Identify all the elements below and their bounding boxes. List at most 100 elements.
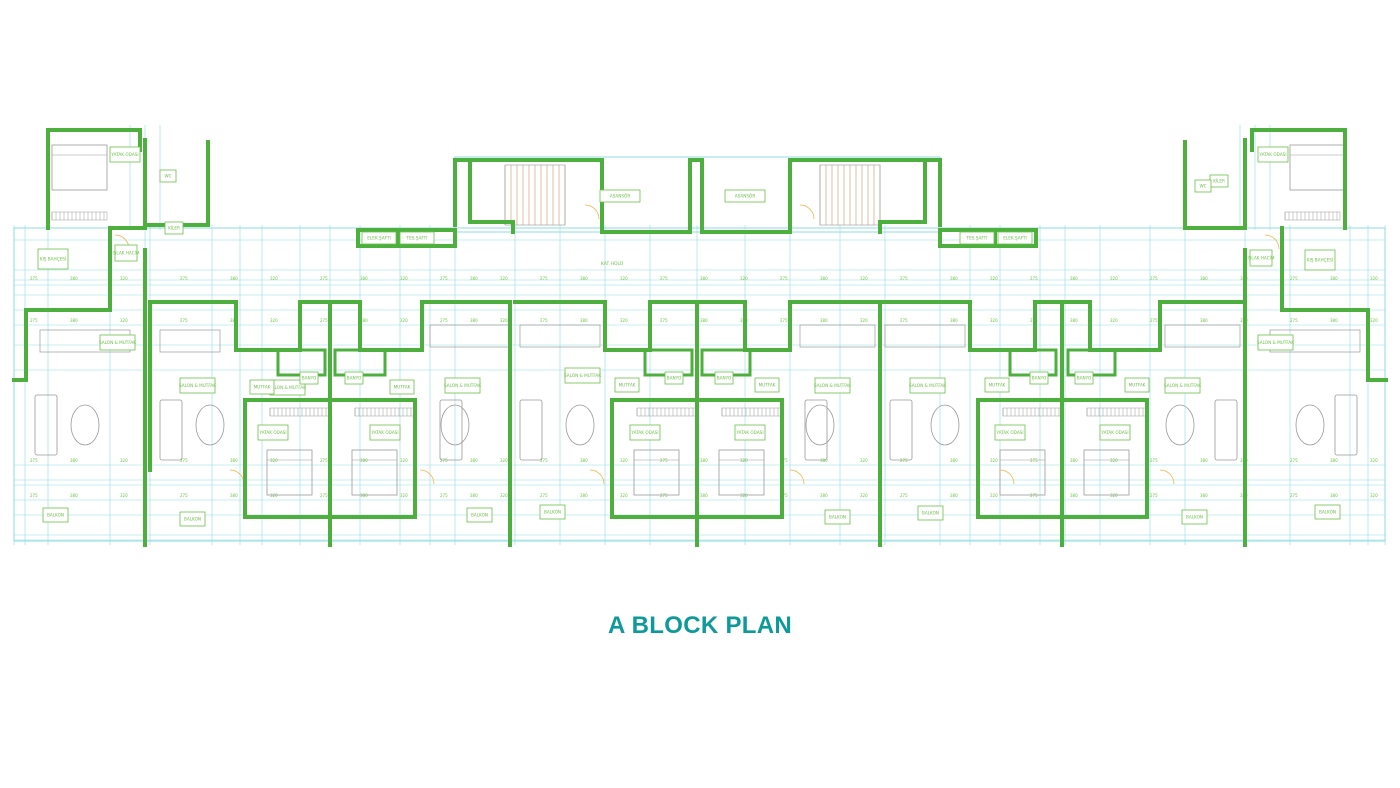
wall-shaft-left xyxy=(356,228,457,248)
dimension-text: 380 xyxy=(820,458,828,463)
label-bath: BANYO xyxy=(1077,376,1092,381)
dimension-text: 320 xyxy=(400,318,408,323)
dimension-text: 320 xyxy=(270,276,278,281)
dimension-text: 275 xyxy=(1150,318,1158,323)
dimension-text: 320 xyxy=(270,458,278,463)
label-balcony-box xyxy=(466,507,493,523)
door-swing xyxy=(229,469,245,485)
dimension-text: 380 xyxy=(360,493,368,498)
wall-bathroom xyxy=(700,348,752,377)
dimension-text: 320 xyxy=(1370,276,1378,281)
wall-left-outer xyxy=(12,226,112,382)
kitchen-counter xyxy=(429,324,511,348)
label-wc-box xyxy=(1194,179,1212,193)
label-wet-room-box xyxy=(114,244,138,262)
label-corridor: KAT HOLÜ xyxy=(601,260,623,267)
dimension-text: 380 xyxy=(1330,458,1338,463)
label-elevator-right: ASANSÖR xyxy=(735,194,756,199)
wardrobe xyxy=(1002,407,1064,417)
label-side-room: MUTFAK xyxy=(254,385,271,390)
dimension-text: 380 xyxy=(1070,318,1078,323)
label-wet-room-box xyxy=(1249,249,1273,267)
kitchen-counter xyxy=(799,324,876,348)
wardrobe xyxy=(51,211,108,221)
coffee-table xyxy=(1295,404,1325,446)
dimension-text: 380 xyxy=(360,318,368,323)
label-plumbing-left-box xyxy=(399,231,435,245)
label-shaft-left-box xyxy=(361,231,397,245)
label-bath-box xyxy=(1074,371,1094,385)
dimension-text: 320 xyxy=(400,493,408,498)
label-elevator-right-box xyxy=(724,189,766,203)
dimension-text: 275 xyxy=(660,458,668,463)
dimension-text: 380 xyxy=(1200,318,1208,323)
label-sun-room: KIŞ BAHÇESİ xyxy=(40,257,66,262)
label-balcony: BALKON xyxy=(184,517,201,522)
dimension-text: 320 xyxy=(400,458,408,463)
door-swing xyxy=(1264,234,1280,250)
label-living: SALON & MUTFAK xyxy=(1164,383,1201,388)
dimension-text: 275 xyxy=(1030,493,1038,498)
label-bedroom-box xyxy=(257,424,289,441)
label-balcony: BALKON xyxy=(1319,510,1336,515)
floor-plan-drawing: 275 275 275 275 380 380 380 380 320 320 320 320 275 2… xyxy=(12,125,1388,547)
dimension-text: 380 xyxy=(700,318,708,323)
coffee-table xyxy=(1165,404,1195,446)
dimension-text: 320 xyxy=(1110,493,1118,498)
dimension-text: 275 xyxy=(1290,458,1298,463)
dimension-text: 380 xyxy=(950,458,958,463)
dimension-text: 275 xyxy=(320,276,328,281)
wall-unit-5 xyxy=(878,300,1064,547)
wardrobe xyxy=(1284,211,1341,221)
dimension-text: 380 xyxy=(1200,493,1208,498)
dimension-text: 320 xyxy=(740,276,748,281)
coffee-table xyxy=(805,404,835,446)
dimension-text: 320 xyxy=(620,493,628,498)
dimension-text: 380 xyxy=(1070,493,1078,498)
label-side-room: MUTFAK xyxy=(1129,383,1146,388)
label-balcony: BALKON xyxy=(471,513,488,518)
dimension-text: 380 xyxy=(950,493,958,498)
kitchen-counter xyxy=(884,324,966,348)
wall-left-tower xyxy=(46,128,142,230)
dimension-text: 320 xyxy=(860,493,868,498)
label-elevator-left: ASANSÖR xyxy=(610,194,631,199)
label-side-room: MUTFAK xyxy=(759,383,776,388)
label-living: SALON & MUTFAK xyxy=(179,383,216,388)
stair-flight xyxy=(504,164,566,226)
label-bedroom-box xyxy=(1257,146,1289,163)
label-bath-box xyxy=(714,371,734,385)
dimension-text: 380 xyxy=(700,458,708,463)
label-living: SALON & MUTFAK xyxy=(1257,340,1294,345)
wall xyxy=(878,158,927,234)
wardrobe xyxy=(354,407,416,417)
wall-bedroom xyxy=(1060,398,1149,519)
label-living: SALON & MUTFAK xyxy=(814,383,851,388)
sofa xyxy=(34,394,58,456)
dimension-text: 275 xyxy=(180,276,188,281)
dimension-text: 380 xyxy=(700,493,708,498)
label-wc: WC xyxy=(1199,184,1206,189)
dimension-text: 320 xyxy=(620,318,628,323)
dimension-text: 275 xyxy=(660,276,668,281)
wardrobe xyxy=(1086,407,1148,417)
label-living-box xyxy=(179,377,216,394)
dimension-text: 275 xyxy=(320,318,328,323)
label-wet-room: ISLAK HACİM xyxy=(1248,256,1275,261)
dimension-text: 380 xyxy=(580,318,588,323)
dimension-text: 380 xyxy=(230,458,238,463)
label-shaft-right-box xyxy=(997,231,1033,245)
dimension-text: 380 xyxy=(70,318,78,323)
sofa xyxy=(439,399,463,461)
coffee-table xyxy=(930,404,960,446)
label-bedroom-box xyxy=(369,424,401,441)
dimension-text: 320 xyxy=(1110,458,1118,463)
label-side-room: MUTFAK xyxy=(619,383,636,388)
label-bedroom: YATAK ODASI xyxy=(258,430,286,435)
dimension-text: 380 xyxy=(470,458,478,463)
wall-bedroom xyxy=(328,398,417,519)
label-bedroom-box xyxy=(994,424,1026,441)
label-balcony-box xyxy=(539,504,566,520)
dimension-text: 275 xyxy=(320,458,328,463)
label-living-box xyxy=(444,377,481,394)
